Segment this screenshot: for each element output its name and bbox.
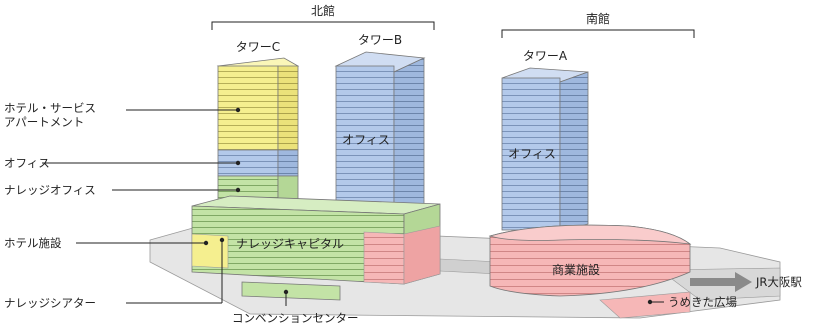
south-podium: [488, 224, 692, 319]
knowledge-office-label: ナレッジオフィス: [4, 183, 96, 197]
knowledge-theater-label: ナレッジシアター: [4, 296, 96, 310]
tower-a-office-label: オフィス: [508, 147, 556, 161]
tower-c-label: タワーC: [236, 40, 280, 54]
umekita-plaza-label: うめきた広場: [668, 295, 737, 309]
south-bracket: [501, 29, 695, 38]
leader-dots: [203, 107, 653, 305]
knowledge-capital-label: ナレッジキャピタル: [236, 237, 344, 251]
commercial-facility-label: 商業施設: [552, 262, 600, 277]
office-label: オフィス: [4, 156, 50, 170]
north-bracket: [211, 21, 435, 30]
convention-center-block: [241, 281, 341, 301]
leader-lines: [42, 109, 664, 306]
tower-b-label: タワーB: [358, 33, 402, 47]
convention-center-label: コンベンションセンター: [232, 311, 359, 325]
hotel-service-label-line2: アパートメント: [4, 115, 84, 129]
hotel-facility-label: ホテル施設: [4, 236, 62, 250]
jr-osaka-station-label: JR大阪駅: [755, 275, 802, 289]
tower-b-office-label: オフィス: [342, 133, 390, 147]
south-building-label: 南館: [586, 11, 610, 26]
tower-c: [216, 57, 300, 207]
north-building-label: 北館: [311, 3, 335, 18]
north-podium: [191, 195, 441, 285]
hotel-service-label-line1: ホテル・サービス: [4, 101, 96, 115]
tower-b: [334, 51, 426, 229]
tower-a: [501, 67, 589, 233]
jr-arrow: [690, 272, 752, 292]
tower-a-label: タワーA: [523, 49, 568, 63]
